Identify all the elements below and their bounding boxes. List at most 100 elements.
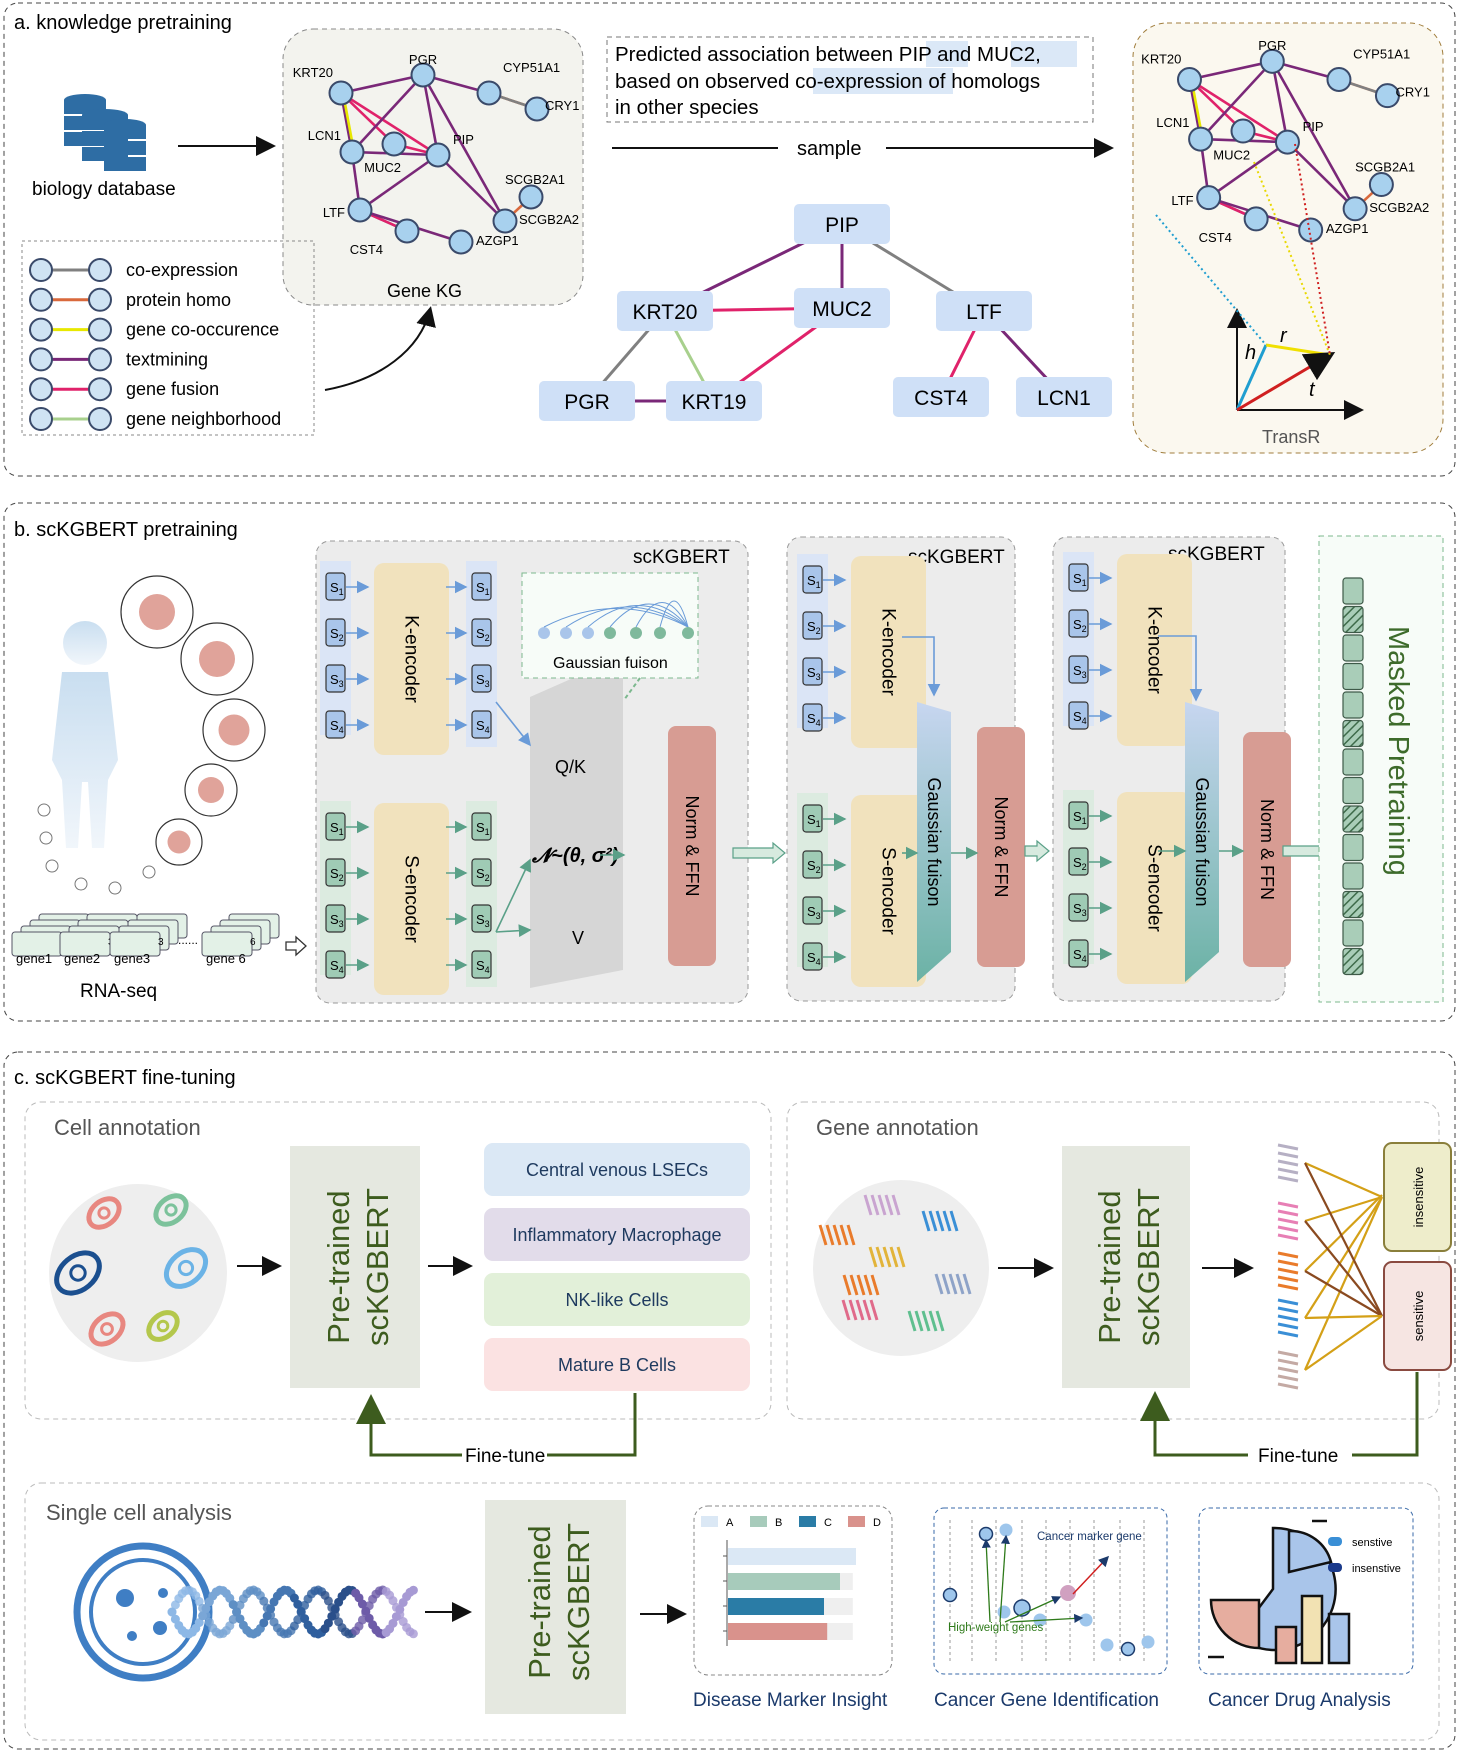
subgraph-node-label: CST4 xyxy=(914,387,968,410)
kg-node-label: AZGP1 xyxy=(476,233,519,248)
legend-node-icon xyxy=(88,258,112,282)
cell-finetune-label: Fine-tune xyxy=(465,1446,545,1467)
inset-arc xyxy=(543,608,689,628)
inset-arc xyxy=(609,603,689,628)
kg-edge xyxy=(1199,60,1274,140)
k-to-fusion-arrow xyxy=(902,636,941,697)
helix-bead xyxy=(201,1610,211,1620)
token-box xyxy=(1068,655,1089,684)
gene-link xyxy=(1304,1196,1383,1319)
gene-link xyxy=(1304,1315,1383,1371)
kg-node-label: CST4 xyxy=(350,242,383,257)
token xyxy=(1342,662,1364,691)
chart-bar xyxy=(728,1573,840,1590)
cell-dot xyxy=(142,865,156,879)
kg-node-label: LCN1 xyxy=(308,128,341,143)
rnaseq-ellipsis: ...... xyxy=(178,933,198,947)
rnaseq-gene: gene1 xyxy=(16,951,52,966)
gene-icon xyxy=(1277,1225,1299,1233)
cell-nucleus xyxy=(97,1206,111,1220)
sensitive-box xyxy=(1383,1261,1452,1371)
helix-bead xyxy=(357,1599,367,1609)
panel-b-title: b. scKGBERT pretraining xyxy=(14,519,238,541)
token-box xyxy=(802,657,823,686)
rnaseq-arrow xyxy=(285,935,307,957)
token xyxy=(1342,634,1364,662)
transr-box xyxy=(1132,22,1444,454)
kg-node-label: LTF xyxy=(323,205,345,220)
inset-node xyxy=(604,627,616,639)
masked-token-column xyxy=(1342,577,1364,976)
insensitive-label: insensitive xyxy=(1411,1167,1426,1228)
gene-icon xyxy=(1277,1275,1299,1283)
cell-nucleus xyxy=(69,1264,87,1282)
output-disease-marker: Disease Marker Insight xyxy=(693,1690,888,1711)
dna-icon xyxy=(948,1273,958,1295)
gene-icon xyxy=(1277,1217,1299,1225)
dna-icon xyxy=(928,1310,938,1332)
inset-arc xyxy=(635,602,689,628)
helix-bead xyxy=(228,1600,238,1610)
subgraph-node xyxy=(1016,377,1112,417)
legend-label: gene co-occurence xyxy=(126,320,279,340)
legend-to-kg-arrow xyxy=(324,306,436,391)
token-box xyxy=(471,950,492,979)
token xyxy=(1342,862,1364,890)
kg-node xyxy=(347,197,373,223)
token-box xyxy=(325,950,346,979)
svg-text:t: t xyxy=(1309,379,1316,401)
kg-node-label: PGR xyxy=(1258,38,1286,53)
panel-a-title: a. knowledge pretraining xyxy=(14,12,232,34)
dna-icon xyxy=(882,1246,892,1268)
chart-legend-label: B xyxy=(775,1517,782,1529)
subgraph-node-label: LTF xyxy=(966,301,1002,324)
token-box xyxy=(325,904,346,933)
cell-class-label: Central venous LSECs xyxy=(526,1160,708,1180)
rnaseq-gene: gene3 xyxy=(114,951,150,966)
helix-bead xyxy=(388,1596,398,1606)
kg-node-label: CRY1 xyxy=(545,98,579,113)
edge-legend-box xyxy=(21,240,315,436)
legend-node-icon xyxy=(88,347,112,372)
prediction-line-1: Predicted association between PIP and MU… xyxy=(615,43,1041,66)
cell-icon xyxy=(153,1193,189,1227)
cell-icons xyxy=(54,1193,209,1347)
panel-a-frame xyxy=(3,2,1456,477)
kg-node xyxy=(1374,83,1400,109)
dna-icon xyxy=(856,1274,866,1296)
dna-helix-band xyxy=(167,1585,418,1639)
encoder-label: S-encoder xyxy=(401,855,422,943)
dna-icon xyxy=(935,1310,945,1332)
subgraph-node-label: PIP xyxy=(825,214,859,237)
subgraph-node xyxy=(539,381,635,421)
database-label: biology database xyxy=(32,179,176,200)
dna-icon xyxy=(848,1299,858,1321)
organ-icon xyxy=(198,777,224,803)
kg-edge xyxy=(421,74,507,222)
kg-node xyxy=(476,80,502,106)
masked-token xyxy=(1342,805,1364,833)
dna-icon xyxy=(955,1273,965,1295)
legend-label: gene fusion xyxy=(126,379,219,399)
legend-node-icon xyxy=(29,287,53,312)
dna-icon xyxy=(877,1194,887,1216)
cell-dish-icon xyxy=(73,1542,213,1682)
chart-bar xyxy=(728,1623,828,1640)
kg-node xyxy=(1326,67,1352,93)
kg-node-label: CYP51A1 xyxy=(503,60,560,75)
gene-icon xyxy=(1277,1143,1299,1151)
masked-token xyxy=(1342,890,1364,919)
gene-icon xyxy=(1277,1314,1299,1322)
kg-edge xyxy=(421,74,440,156)
dna-icon xyxy=(907,1310,917,1332)
token-box xyxy=(802,896,823,925)
gaussian-fusion-label: Gaussian fuison xyxy=(1192,777,1212,906)
cell-nucleus xyxy=(100,1322,114,1336)
block-transition-arrow xyxy=(1024,839,1050,863)
gene-model-label-1: Pre-trained xyxy=(1092,1190,1127,1343)
gene-link xyxy=(1304,1194,1383,1272)
sc-model-label-2: scKGBERT xyxy=(561,1523,596,1681)
token-box xyxy=(1068,847,1089,876)
legend-node-icon xyxy=(29,407,53,431)
gene-model-label-2: scKGBERT xyxy=(1131,1188,1166,1346)
